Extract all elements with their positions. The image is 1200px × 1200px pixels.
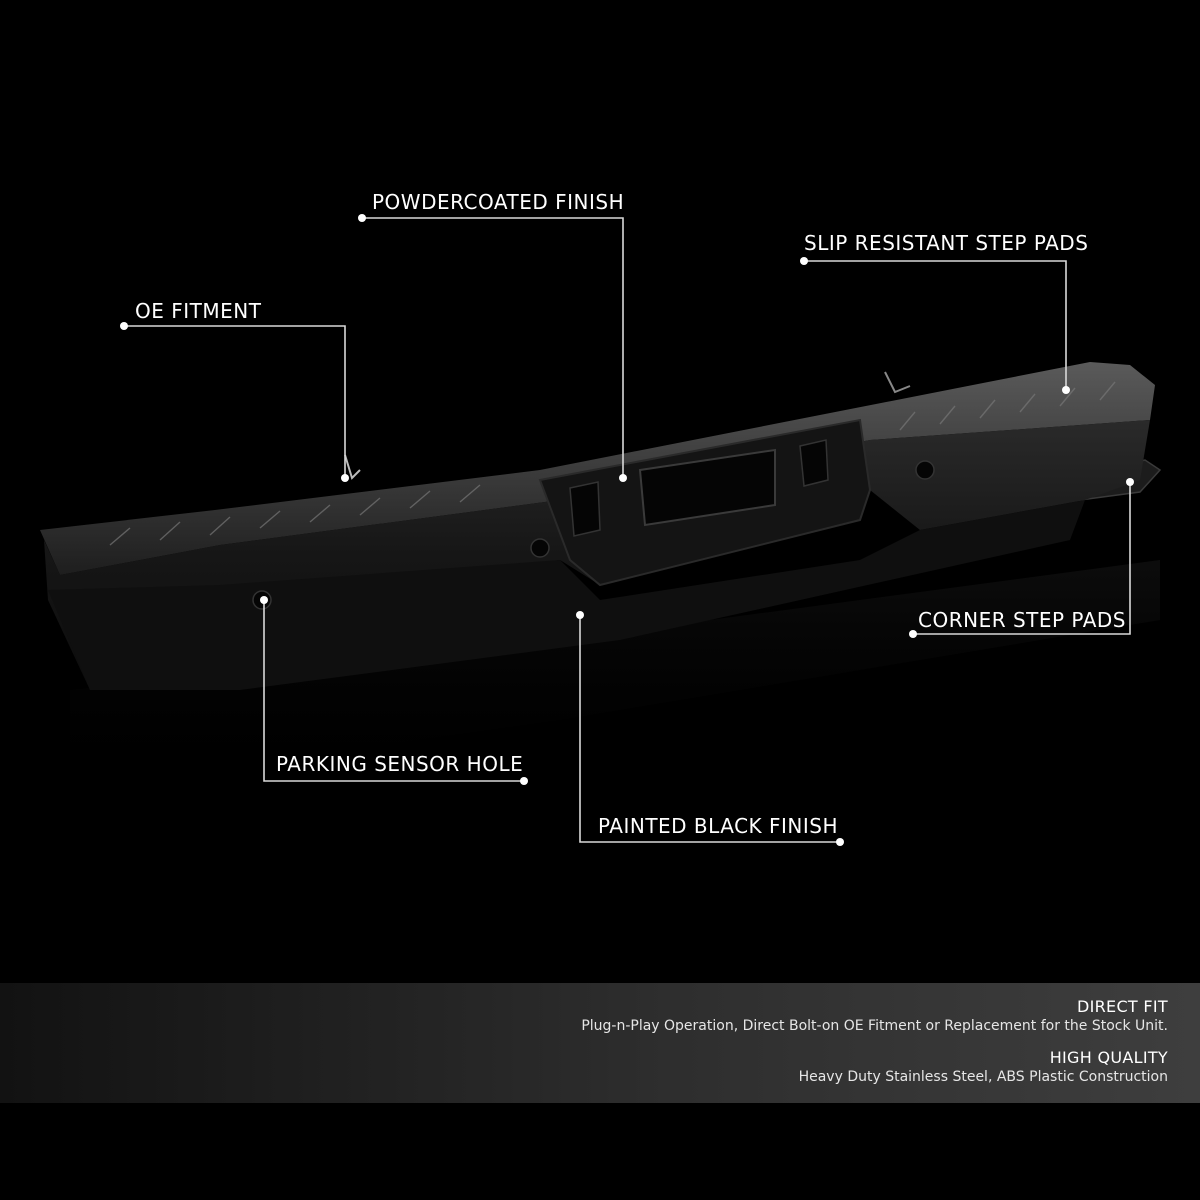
feature-description: Heavy Duty Stainless Steel, ABS Plastic … xyxy=(798,1069,1168,1085)
feature-high-quality: HIGH QUALITY Heavy Duty Stainless Steel,… xyxy=(799,1048,1168,1086)
feature-title: HIGH QUALITY xyxy=(1049,1048,1168,1067)
callout-oe-fitment: OE FITMENT xyxy=(135,299,262,323)
callout-parking-sensor-hole: PARKING SENSOR HOLE xyxy=(276,752,524,776)
callout-slip-resistant-step-pads: SLIP RESISTANT STEP PADS xyxy=(804,231,1089,255)
callout-lines xyxy=(120,214,1134,846)
callout-painted-black-finish: PAINTED BLACK FINISH xyxy=(598,814,839,838)
callout-corner-step-pads: CORNER STEP PADS xyxy=(918,608,1126,632)
feature-title: DIRECT FIT xyxy=(1077,997,1168,1016)
rear-bumper xyxy=(40,362,1162,690)
callout-powdercoated-finish: POWDERCOATED FINISH xyxy=(372,190,625,214)
oe-fitment-dot xyxy=(120,322,128,330)
feature-info-band: DIRECT FIT Plug-n-Play Operation, Direct… xyxy=(0,983,1200,1103)
bumper-reflection xyxy=(70,560,1160,790)
feature-description: Plug-n-Play Operation, Direct Bolt-on OE… xyxy=(581,1018,1168,1034)
feature-direct-fit: DIRECT FIT Plug-n-Play Operation, Direct… xyxy=(581,997,1168,1035)
